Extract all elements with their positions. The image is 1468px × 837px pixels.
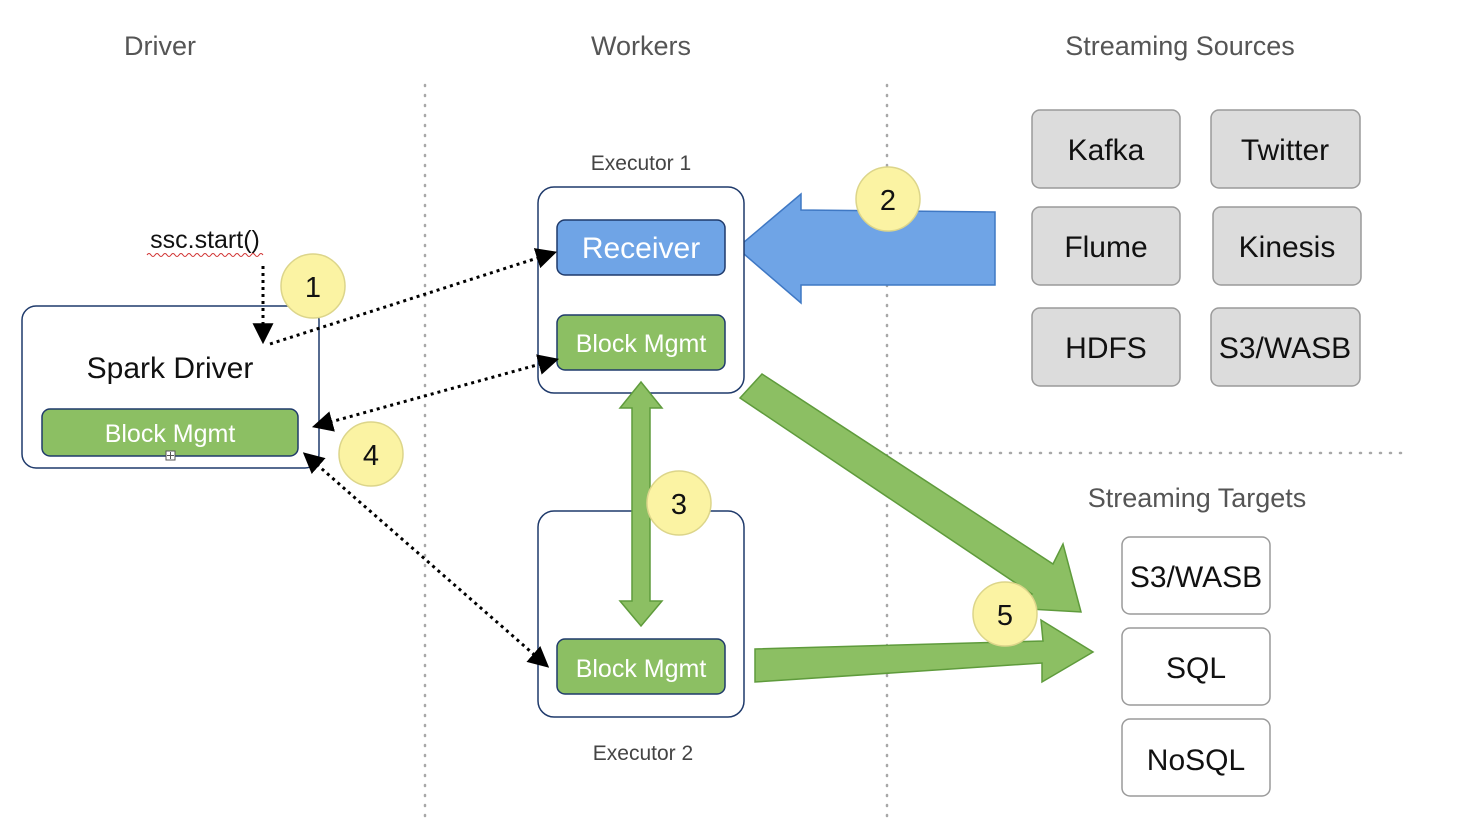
source-hdfs-label: HDFS [1065, 332, 1147, 365]
source-hdfs: HDFS [1031, 307, 1181, 387]
step-badge-5: 5 [972, 581, 1038, 647]
source-twitter: Twitter [1210, 109, 1361, 189]
connector-driver-to-receiver [269, 248, 557, 346]
source-kinesis: Kinesis [1212, 206, 1362, 286]
source-kafka: Kafka [1031, 109, 1181, 189]
spellcheck-underline [146, 253, 264, 257]
flow-arrow-sources-to-receiver [735, 192, 996, 305]
executor1-block-mgmt [556, 314, 726, 371]
executor1-block-mgmt-label: Block Mgmt [576, 330, 707, 358]
source-kafka-label: Kafka [1068, 134, 1145, 167]
column-heading-targets: Streaming Targets [1088, 483, 1307, 513]
source-kinesis-label: Kinesis [1239, 231, 1336, 264]
source-flume-label: Flume [1064, 231, 1147, 264]
target-nosql-label: NoSQL [1147, 744, 1245, 777]
driver-block-mgmt-label: Block Mgmt [105, 420, 236, 448]
step-badge-3-label: 3 [671, 489, 687, 521]
source-s3-wasb: S3/WASB [1210, 307, 1361, 387]
flow-arrow-executor2-to-targets [754, 618, 1095, 684]
source-flume: Flume [1031, 206, 1181, 286]
executor1-label: Executor 1 [591, 152, 691, 175]
step-badge-4: 4 [338, 421, 404, 487]
target-sql: SQL [1121, 627, 1271, 706]
receiver-label: Receiver [582, 232, 700, 265]
target-nosql: NoSQL [1121, 718, 1271, 797]
column-heading-workers: Workers [591, 31, 691, 61]
executor2-block-mgmt-label: Block Mgmt [576, 655, 707, 683]
executor2-label: Executor 2 [593, 742, 693, 765]
step-badge-3: 3 [646, 470, 712, 536]
source-s3-wasb-label: S3/WASB [1219, 332, 1351, 365]
column-heading-sources: Streaming Sources [1065, 31, 1295, 61]
source-twitter-label: Twitter [1241, 134, 1329, 167]
receiver-box [556, 219, 726, 276]
flow-arrow-executor1-to-targets [738, 373, 1082, 613]
step-badge-4-label: 4 [363, 440, 379, 472]
column-heading-driver: Driver [124, 31, 196, 61]
target-sql-label: SQL [1166, 652, 1226, 685]
target-s3-wasb-label: S3/WASB [1130, 561, 1262, 594]
step-badge-2: 2 [855, 166, 921, 232]
connector-driver-executor1-block [311, 354, 560, 432]
step-badge-2-label: 2 [880, 185, 896, 217]
ssc-start-call: ssc.start() [150, 226, 260, 254]
executor2-block-mgmt [556, 638, 726, 695]
step-badge-5-label: 5 [997, 600, 1013, 632]
replication-arrow-executors [618, 380, 664, 628]
target-s3-wasb: S3/WASB [1121, 536, 1271, 615]
step-badge-1: 1 [280, 253, 346, 319]
spark-driver-title: Spark Driver [87, 352, 254, 385]
step-badge-1-label: 1 [305, 272, 321, 304]
